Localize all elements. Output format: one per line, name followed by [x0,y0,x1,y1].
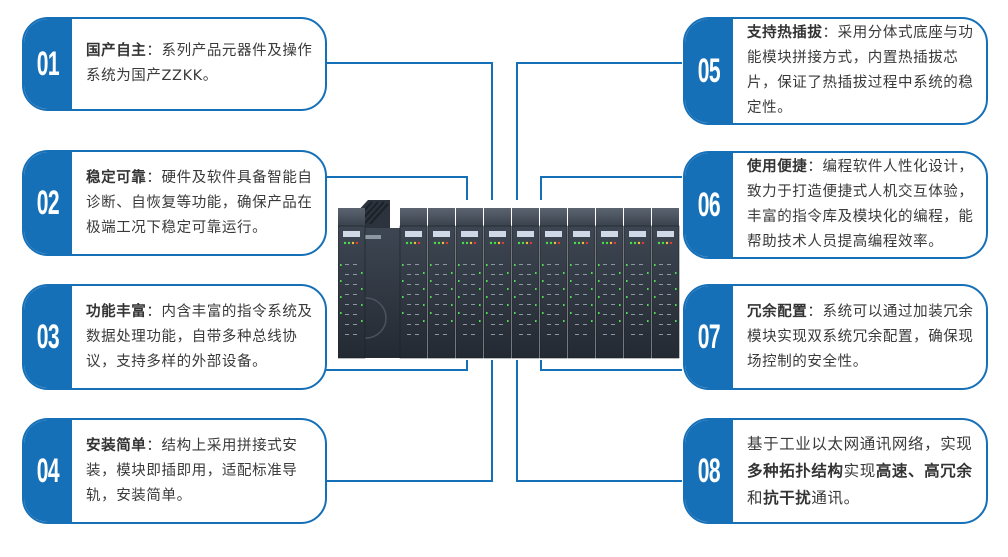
feature-title: 使用便捷 [747,159,808,175]
feature-body: 编程软件人性化设计，致力于打造便捷式人机交互体验，丰富的指令库及模块化的编程，能… [747,159,974,250]
feature-body: 硬件及软件具备智能自诊断、自恢复等功能，确保产品在极端工况下稳定可靠运行。 [86,169,313,236]
feature-card-04: 04 安装简单：结构上采用拼接式安装，模块即插即用，适配标准导轨，安装简单。 [22,418,327,524]
feature-body-rich: 基于工业以太网通讯网络，实现多种拓扑结构实现高速、高冗余和抗干扰通讯。 [747,434,973,507]
feature-title: 国产自主 [86,43,147,59]
feature-card-03: 03 功能丰富：内含丰富的指令系统及数据处理功能，自带多种总线协议，支持多样的外… [22,284,327,390]
connector-07 [540,360,682,371]
feature-title: 稳定可靠 [86,169,147,186]
connector-08 [516,360,682,482]
feature-card-05: 05 支持热插拔：采用分体式底座与功能模块拼接方式，内置热插拔芯片，保证了热插拔… [683,17,988,125]
feature-card-07: 07 冗余配置：系统可以通过加装冗余模块实现双系统冗余配置，确保现场控制的安全性… [683,284,988,390]
connector-05 [516,62,682,200]
feature-body: 内含丰富的指令系统及数据处理功能，自带多种总线协议，支持多样的外部设备。 [86,303,313,370]
feature-body: 采用分体式底座与功能模块拼接方式，内置热插拔芯片，保证了热插拔过程中系统的稳定性… [747,25,974,116]
feature-card-02: 02 稳定可靠：硬件及软件具备智能自诊断、自恢复等功能，确保产品在极端工况下稳定… [22,150,327,256]
feature-body: 结构上采用拼接式安装，模块即插即用，适配标准导轨，安装简单。 [86,437,298,504]
feature-card-06: 06 使用便捷：编程软件人性化设计，致力于打造便捷式人机交互体验，丰富的指令库及… [683,151,988,259]
feature-body: 系统可以通过加装冗余模块实现双系统冗余配置，确保现场控制的安全性。 [747,303,974,370]
feature-number-badge: 05 [685,19,733,123]
feature-number-badge: 08 [685,420,733,522]
feature-number-badge: 06 [685,153,733,257]
feature-number-badge: 02 [24,152,72,254]
connector-03 [326,360,468,371]
io-modules [338,207,680,359]
feature-card-01: 01 国产自主：系列产品元器件及操作系统为国产ZZKK。 [22,17,327,111]
feature-body: 系列产品元器件及操作系统为国产ZZKK。 [86,43,313,84]
feature-title: 冗余配置 [747,303,808,320]
connector-01 [326,62,493,200]
feature-title: 安装简单 [86,437,147,454]
connector-02 [326,176,468,200]
feature-number-badge: 07 [685,286,733,388]
connector-06 [540,176,682,200]
plc-device-image [338,200,680,359]
feature-title: 功能丰富 [86,303,147,320]
feature-title: 支持热插拔 [747,25,823,41]
feature-number-badge: 03 [24,286,72,388]
feature-card-08: 08 基于工业以太网通讯网络，实现多种拓扑结构实现高速、高冗余和抗干扰通讯。 [683,418,988,524]
feature-number-badge: 01 [24,19,72,109]
feature-number-badge: 04 [24,420,72,522]
connector-04 [326,360,493,482]
